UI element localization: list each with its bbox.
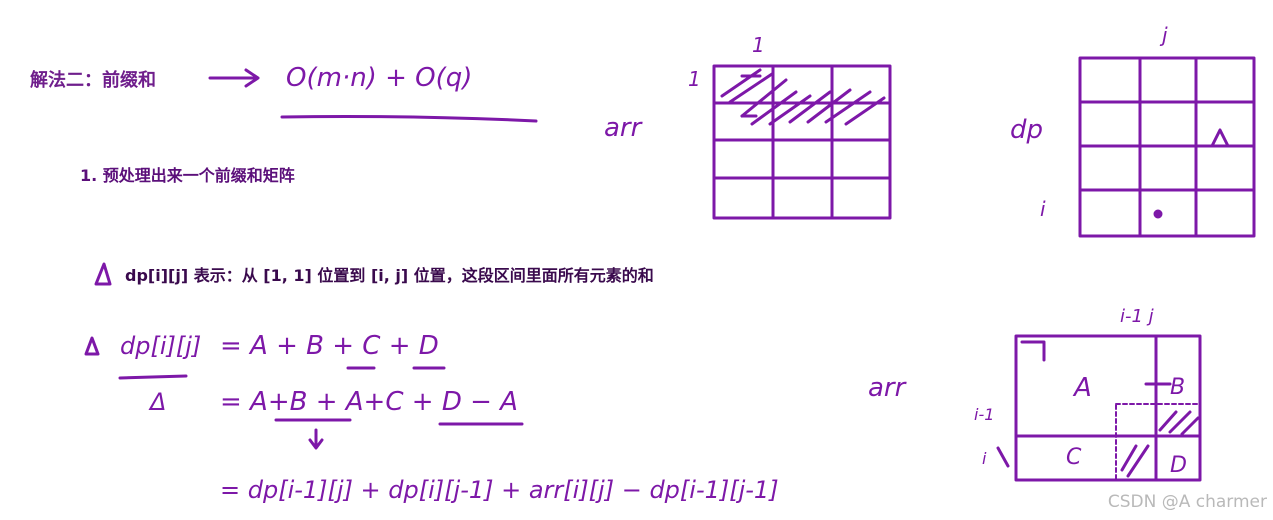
arr-label-2: arr: [868, 373, 908, 403]
equation-2-lhs: Δ: [148, 388, 166, 416]
equation-1-rhs: = A + B + C + D: [220, 331, 439, 361]
equation-3: = dp[i-1][j] + dp[i][j-1] + arr[i][j] − …: [220, 476, 779, 504]
triangle-bullet-icon: [94, 262, 112, 286]
region-c-label: C: [1066, 445, 1082, 470]
dp-grid: [1078, 56, 1256, 238]
complexity-underline: [280, 115, 538, 123]
index-one-top: 1: [752, 33, 765, 57]
index-j: j: [1159, 23, 1168, 47]
index-i: i: [1040, 197, 1046, 221]
region-grid: [996, 334, 1202, 482]
equation-2-rhs: = A+B + A+C + D − A: [220, 387, 518, 417]
title-arrow-icon: [208, 68, 260, 88]
dp-label: dp: [1010, 115, 1043, 145]
arr-grid-top: [712, 64, 892, 220]
region-b-label: B: [1170, 375, 1185, 400]
complexity-text: O(m·n) + O(q): [286, 63, 472, 93]
step-one-text: 1. 预处理出来一个前缀和矩阵: [80, 166, 295, 185]
index-i-minus-1-j: i-1 j: [1120, 306, 1154, 327]
watermark-text: CSDN @A charmer: [1107, 492, 1267, 512]
index-one-left: 1: [688, 67, 701, 91]
definition-text: dp[i][j] 表示：从 [1, 1] 位置到 [i, j] 位置，这段区间里…: [125, 266, 654, 285]
region-a-label: A: [1072, 373, 1092, 403]
equation-1-lhs: dp[i][j]: [120, 332, 201, 360]
index-i-minus-1: i-1: [974, 405, 994, 424]
title-text: 解法二：前缀和: [30, 70, 156, 91]
index-i-bottom: i: [982, 449, 987, 468]
region-d-label: D: [1170, 453, 1187, 478]
arr-label: arr: [604, 113, 644, 143]
